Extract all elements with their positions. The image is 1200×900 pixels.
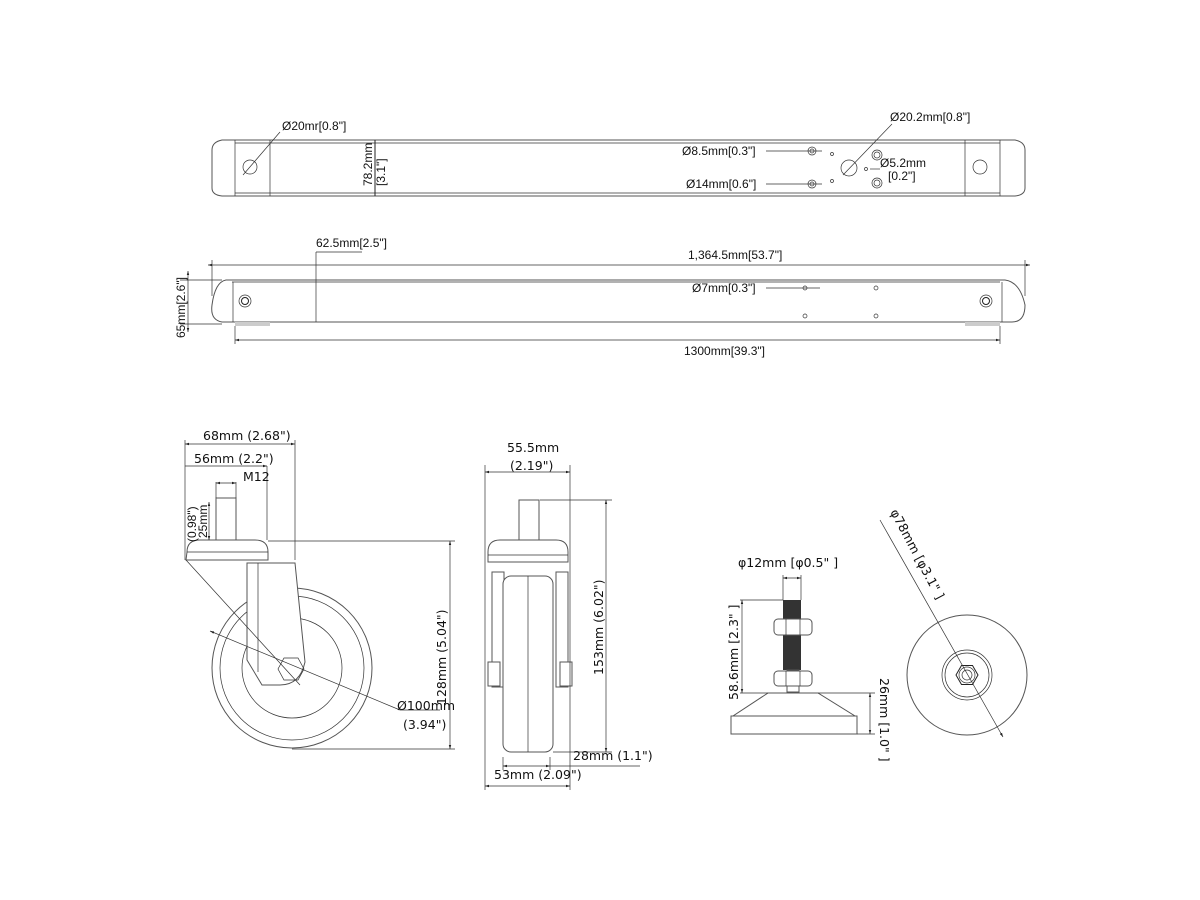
bar-top-view: Ø20mr[0.8"] Ø20.2mm[0.8"] 78.2mm [3.1"] … xyxy=(211,110,1026,197)
hole-upper-label: Ø8.5mm[0.3"] xyxy=(682,144,756,158)
inner-length-label: 1300mm[39.3"] xyxy=(684,344,765,358)
caster-height-label: 128mm (5.04") xyxy=(434,609,449,705)
offset-label: 62.5mm[2.5"] xyxy=(316,236,387,250)
end-hole-left-label: Ø20mr[0.8"] xyxy=(282,119,346,133)
stem-height-label: 58.6mm [2.3" ] xyxy=(726,604,741,700)
hole-tiny-in-label: [0.2"] xyxy=(888,169,916,183)
base-height-label: 26mm [1.0" ] xyxy=(877,678,892,762)
end-hole-right xyxy=(972,159,988,175)
front-width-in-label: (2.19") xyxy=(510,458,553,473)
bar-side-view: 62.5mm[2.5"] 1,364.5mm[53.7"] Ø7mm[0.3"]… xyxy=(174,236,1030,358)
base-diameter-label: φ78mm [φ3.1" ] xyxy=(887,506,947,601)
caster-side-view: 68mm (2.68") 56mm (2.2") M12 25mm (0.98"… xyxy=(184,428,455,750)
stem-length-label: 25mm xyxy=(196,505,210,538)
end-hole-left xyxy=(242,159,258,175)
wheel-width-label: 28mm (1.1") xyxy=(573,748,653,763)
leveling-foot-top-view: φ78mm [φ3.1" ] xyxy=(879,506,1028,738)
plate-width-label: 56mm (2.2") xyxy=(194,451,274,466)
mount-hole xyxy=(840,159,858,177)
leveling-foot-side-view: φ12mm [φ0.5" ] 58.6mm [2.3" ] 26mm [1.0"… xyxy=(726,555,892,762)
hole-tiny-label: Ø5.2mm xyxy=(880,156,926,170)
overall-width-label: 68mm (2.68") xyxy=(203,428,291,443)
hole-lower-label: Ø14mm[0.6"] xyxy=(686,177,756,191)
base-width-label: 53mm (2.09") xyxy=(494,767,582,782)
thread-label: M12 xyxy=(243,469,270,484)
wheel-diameter-label: Ø100mm xyxy=(397,698,455,713)
side-hole-label: Ø7mm[0.3"] xyxy=(692,281,756,295)
stem-length-in-label: (0.98") xyxy=(185,506,199,542)
total-height-label: 153mm (6.02") xyxy=(591,579,606,675)
thread-diameter-label: φ12mm [φ0.5" ] xyxy=(738,555,838,570)
end-hole-right-label: Ø20.2mm[0.8"] xyxy=(890,110,970,124)
bar-height-label: 65mm[2.6"] xyxy=(174,277,188,338)
front-width-label: 55.5mm xyxy=(507,440,559,455)
bar-width-label: 78.2mm xyxy=(361,143,375,186)
bar-width-in-label: [3.1"] xyxy=(374,158,388,186)
overall-length-label: 1,364.5mm[53.7"] xyxy=(688,248,782,262)
wheel-diameter-in-label: (3.94") xyxy=(403,717,446,732)
caster-front-view: 55.5mm (2.19") 153mm (6.02") 28mm (1.1")… xyxy=(484,440,653,790)
